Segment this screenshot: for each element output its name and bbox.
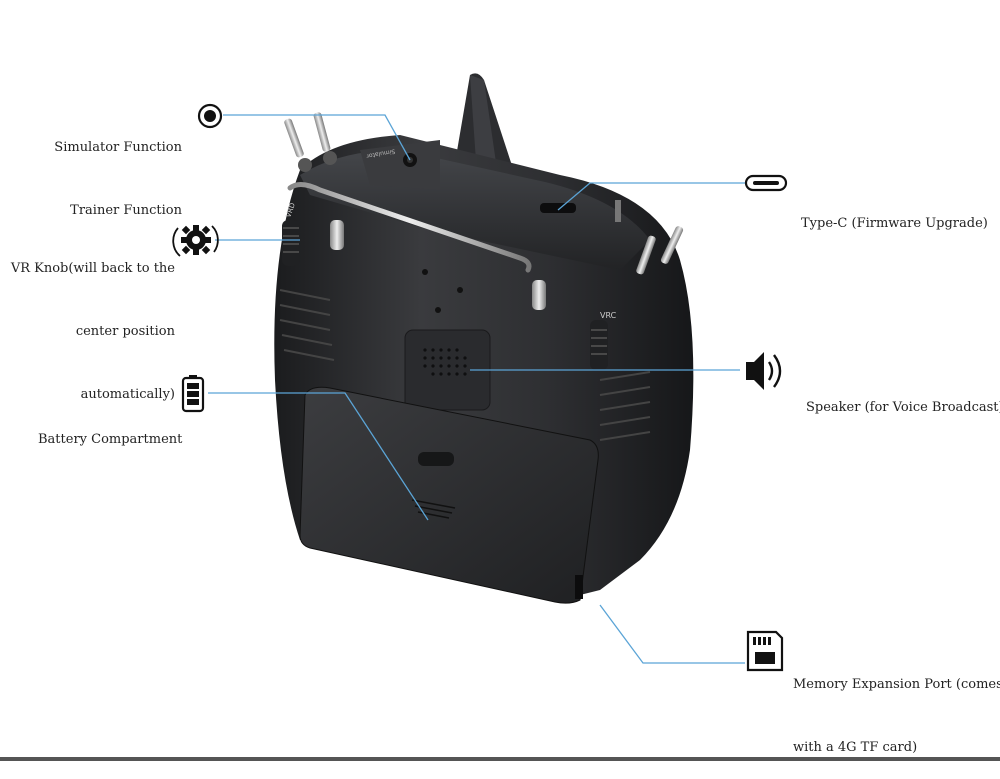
vr-knob-label-3: automatically) <box>80 387 175 402</box>
battery-icon <box>181 375 205 413</box>
speaker-label: Speaker (for Voice Broadcast) <box>806 400 1000 415</box>
trainer-label: Trainer Function <box>70 203 182 218</box>
speaker-icon <box>746 352 782 390</box>
transmitter-diagram: VRD VRC Simulator <box>172 73 788 672</box>
toggle-switches <box>284 112 684 310</box>
vr-knob-label-2: center position <box>75 324 175 339</box>
transmitter-body <box>274 112 694 604</box>
simulator-label: Simulator Function <box>54 140 182 155</box>
memory-label-1: Memory Expansion Port (comes <box>793 677 1000 692</box>
bottom-border <box>0 757 1000 761</box>
vr-knob-callout: VR Knob(will back to the center position… <box>11 216 175 426</box>
sd-card-icon <box>746 630 784 672</box>
leader-lines <box>208 114 745 664</box>
memory-callout: Memory Expansion Port (comes with a 4G T… <box>793 632 1000 779</box>
battery-label: Battery Compartment <box>38 432 183 447</box>
memory-label-2: with a 4G TF card) <box>793 740 918 755</box>
simulator-callout: Simulator Function Trainer Function <box>54 95 182 242</box>
vr-knob-label-1: VR Knob(will back to the <box>10 261 175 276</box>
typec-callout: Type-C (Firmware Upgrade) <box>801 171 988 255</box>
battery-callout: Battery Compartment <box>38 387 182 471</box>
gear-knob-icon <box>172 225 219 257</box>
vrc-marking: VRC <box>600 311 617 320</box>
usb-c-icon <box>744 174 788 192</box>
typec-label: Type-C (Firmware Upgrade) <box>801 216 988 231</box>
vrc-knob <box>590 320 608 370</box>
speaker-callout: Speaker (for Voice Broadcast) <box>806 355 1000 439</box>
record-jack-icon <box>197 103 223 129</box>
vrd-knob <box>282 220 300 266</box>
